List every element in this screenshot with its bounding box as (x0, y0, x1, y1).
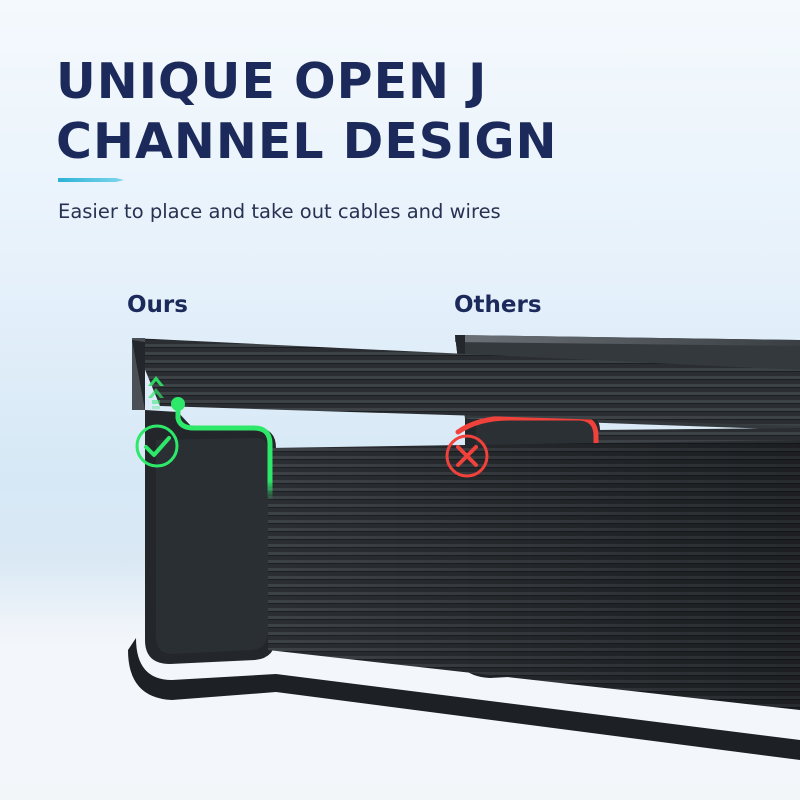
headline-line-1: UNIQUE OPEN J (56, 53, 488, 110)
subtitle: Easier to place and take out cables and … (58, 200, 501, 223)
x-circle-icon (445, 434, 489, 478)
headline: UNIQUE OPEN J CHANNEL DESIGN (56, 52, 756, 172)
others-label: Others (454, 292, 542, 318)
check-circle-icon (135, 424, 179, 468)
headline-line-2: CHANNEL DESIGN (56, 113, 558, 170)
ours-label: Ours (127, 292, 188, 318)
accent-arrow-line (58, 178, 124, 182)
ours-channel (128, 338, 800, 760)
cable-channel-comparison (128, 335, 800, 760)
